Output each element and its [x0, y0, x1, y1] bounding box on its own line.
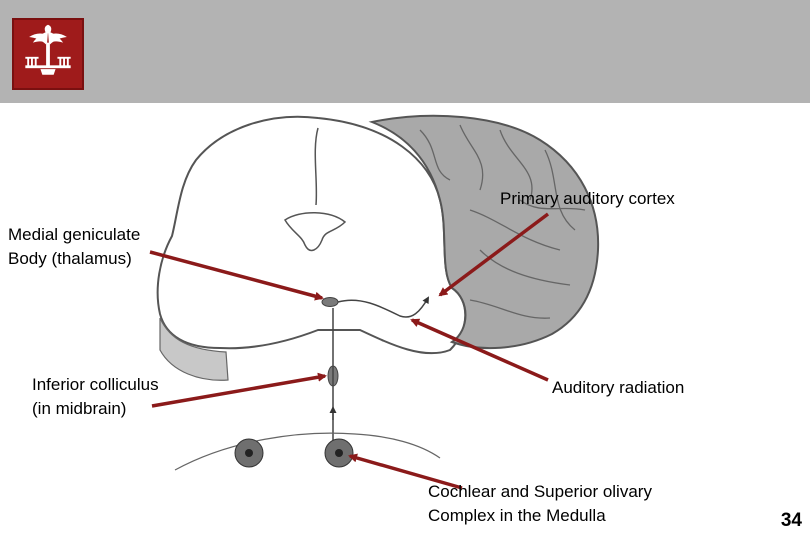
arrow-cochlear-olivary — [348, 453, 463, 490]
label-medial-geniculate-line2: Body (thalamus) — [8, 249, 132, 268]
lateral-cortex — [368, 114, 600, 350]
arrow-medial-geniculate — [149, 250, 324, 301]
label-cochlear-line2: Complex in the Medulla — [428, 506, 606, 525]
arrow-inferior-colliculus — [151, 372, 327, 408]
label-inferior-colliculus-line1: Inferior colliculus — [32, 375, 159, 394]
medulla-outline — [174, 432, 441, 471]
arrow-auditory-radiation — [410, 318, 549, 382]
label-auditory-radiation: Auditory radiation — [552, 378, 685, 397]
header-bar — [0, 0, 810, 103]
arrow-primary-auditory-cortex — [438, 212, 550, 297]
radiation-path — [337, 296, 429, 318]
label-medial-geniculate-line1: Medial geniculate — [8, 225, 141, 244]
midline-fissure — [314, 127, 319, 206]
cortex-gyri — [419, 124, 586, 319]
label-primary-auditory-cortex: Primary auditory cortex — [500, 189, 675, 208]
ventricle — [283, 212, 347, 252]
palmetto-tree-seal-icon — [25, 24, 71, 75]
university-logo — [12, 18, 84, 90]
medial-geniculate-nucleus — [321, 297, 339, 307]
lower-cortex — [159, 317, 229, 381]
olivary-complex-left — [234, 438, 264, 468]
label-cochlear-line1: Cochlear and Superior olivary — [428, 482, 652, 501]
olivary-complex-right — [324, 438, 354, 468]
label-inferior-colliculus-line2: (in midbrain) — [32, 399, 127, 418]
page-number: 34 — [780, 510, 802, 531]
